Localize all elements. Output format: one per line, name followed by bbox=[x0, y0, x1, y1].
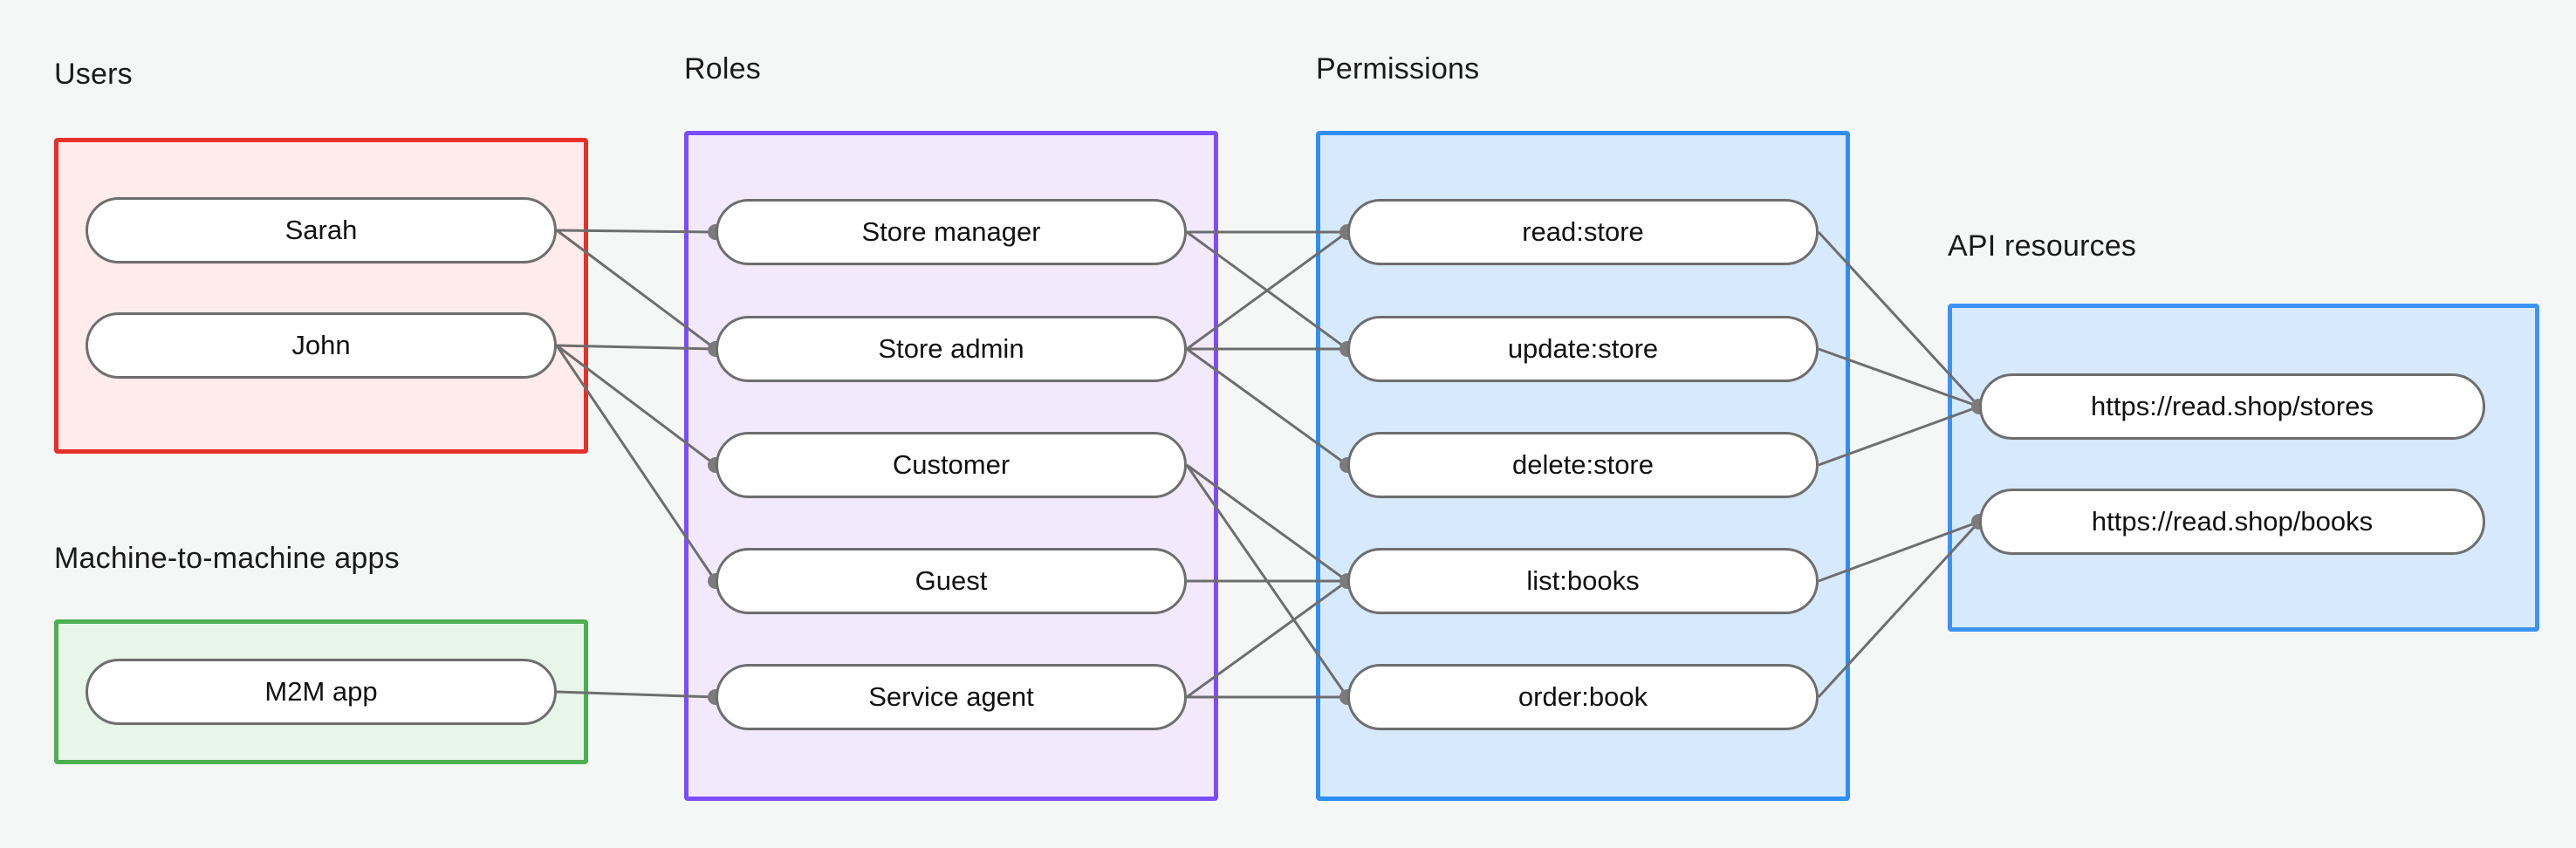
node-customer[interactable]: Customer bbox=[716, 432, 1187, 498]
node-read-store[interactable]: read:store bbox=[1347, 199, 1819, 265]
node-order-book[interactable]: order:book bbox=[1347, 664, 1819, 730]
node-api-resource-stores[interactable]: https://read.shop/stores bbox=[1979, 373, 2485, 440]
node-john[interactable]: John bbox=[86, 312, 557, 379]
node-m2m-app[interactable]: M2M app bbox=[86, 659, 557, 725]
node-delete-store[interactable]: delete:store bbox=[1347, 432, 1819, 498]
group-label-users: Users bbox=[54, 58, 133, 91]
node-list-books[interactable]: list:books bbox=[1347, 548, 1819, 614]
group-box-api-resources bbox=[1948, 304, 2539, 632]
node-store-manager[interactable]: Store manager bbox=[716, 199, 1187, 265]
group-label-permissions: Permissions bbox=[1316, 52, 1480, 85]
node-api-resource-books[interactable]: https://read.shop/books bbox=[1979, 489, 2485, 555]
group-label-machine-to-machine-apps: Machine-to-machine apps bbox=[54, 542, 400, 575]
node-service-agent[interactable]: Service agent bbox=[716, 664, 1187, 730]
node-guest[interactable]: Guest bbox=[716, 548, 1187, 614]
group-label-roles: Roles bbox=[684, 52, 761, 85]
node-sarah[interactable]: Sarah bbox=[86, 197, 557, 263]
node-store-admin[interactable]: Store admin bbox=[716, 316, 1187, 382]
node-update-store[interactable]: update:store bbox=[1347, 316, 1819, 382]
group-box-users bbox=[54, 138, 588, 454]
group-label-api-resources: API resources bbox=[1948, 229, 2137, 263]
